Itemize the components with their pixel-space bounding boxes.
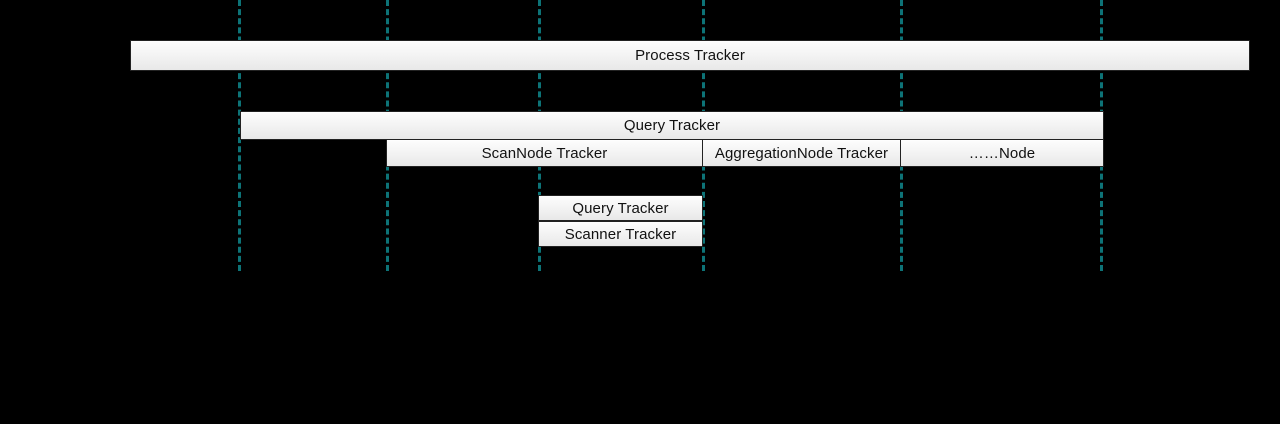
scanner-tracker-box[interactable]: Scanner Tracker [538, 221, 703, 247]
process-tracker-box[interactable]: Process Tracker [130, 40, 1250, 71]
scannode-tracker-box[interactable]: ScanNode Tracker [386, 139, 703, 167]
vertical-guide-line-1 [238, 0, 241, 271]
query-tracker-inner-box[interactable]: Query Tracker [538, 195, 703, 221]
aggregationnode-tracker-label: AggregationNode Tracker [714, 144, 889, 162]
aggregationnode-tracker-box[interactable]: AggregationNode Tracker [702, 139, 901, 167]
query-tracker-label: Query Tracker [623, 117, 721, 134]
other-node-label: ……Node [968, 144, 1036, 162]
scannode-tracker-label: ScanNode Tracker [481, 144, 608, 162]
scanner-tracker-label: Scanner Tracker [564, 225, 677, 243]
query-tracker-inner-label: Query Tracker [572, 199, 669, 217]
process-tracker-label: Process Tracker [635, 47, 745, 64]
query-tracker-box[interactable]: Query Tracker [240, 111, 1104, 140]
other-node-box[interactable]: ……Node [900, 139, 1104, 167]
